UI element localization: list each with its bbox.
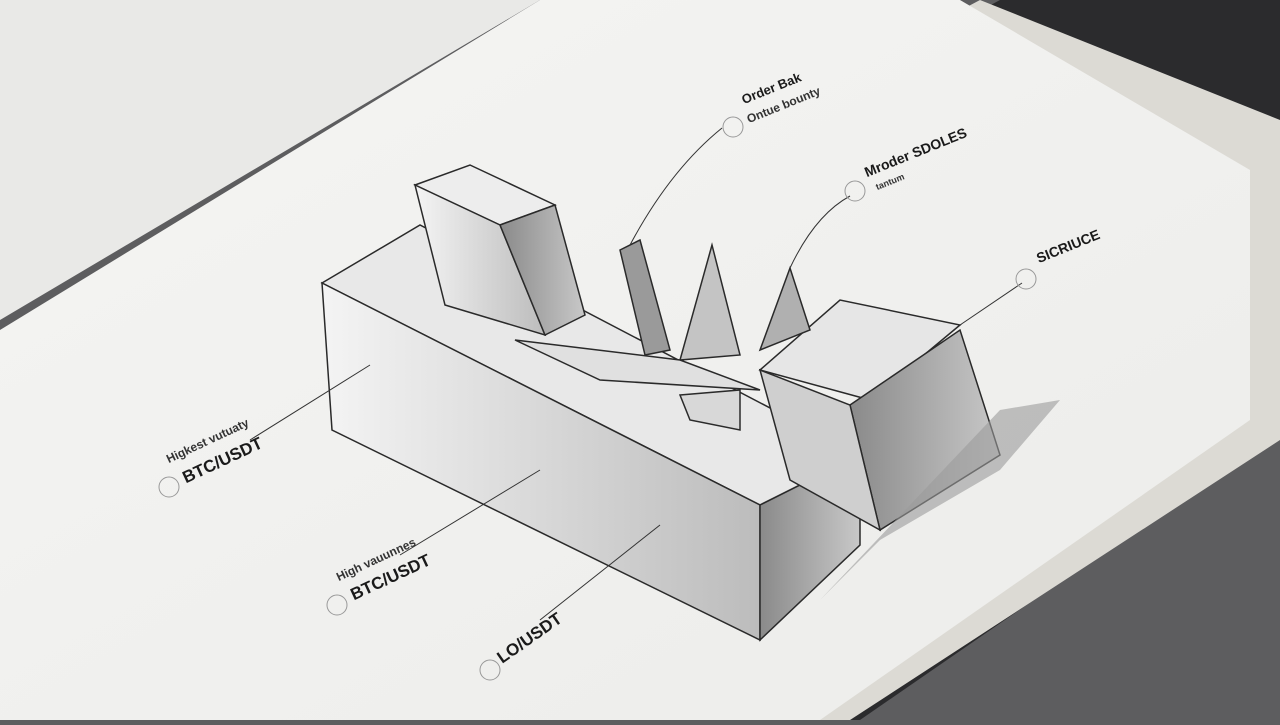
cast-shadow	[820, 400, 1060, 600]
marker-circle	[844, 180, 866, 202]
left-page	[0, 0, 540, 320]
marker-circle	[158, 476, 180, 498]
spike-shapes	[514, 238, 811, 431]
marker-circles	[158, 116, 1037, 681]
leader-lines	[249, 127, 1023, 621]
right-block	[758, 299, 1001, 532]
marker-circle	[479, 659, 501, 681]
marker-circle	[326, 594, 348, 616]
tall-block	[413, 164, 586, 337]
marker-circle	[722, 116, 744, 138]
marker-circle	[1015, 268, 1037, 290]
